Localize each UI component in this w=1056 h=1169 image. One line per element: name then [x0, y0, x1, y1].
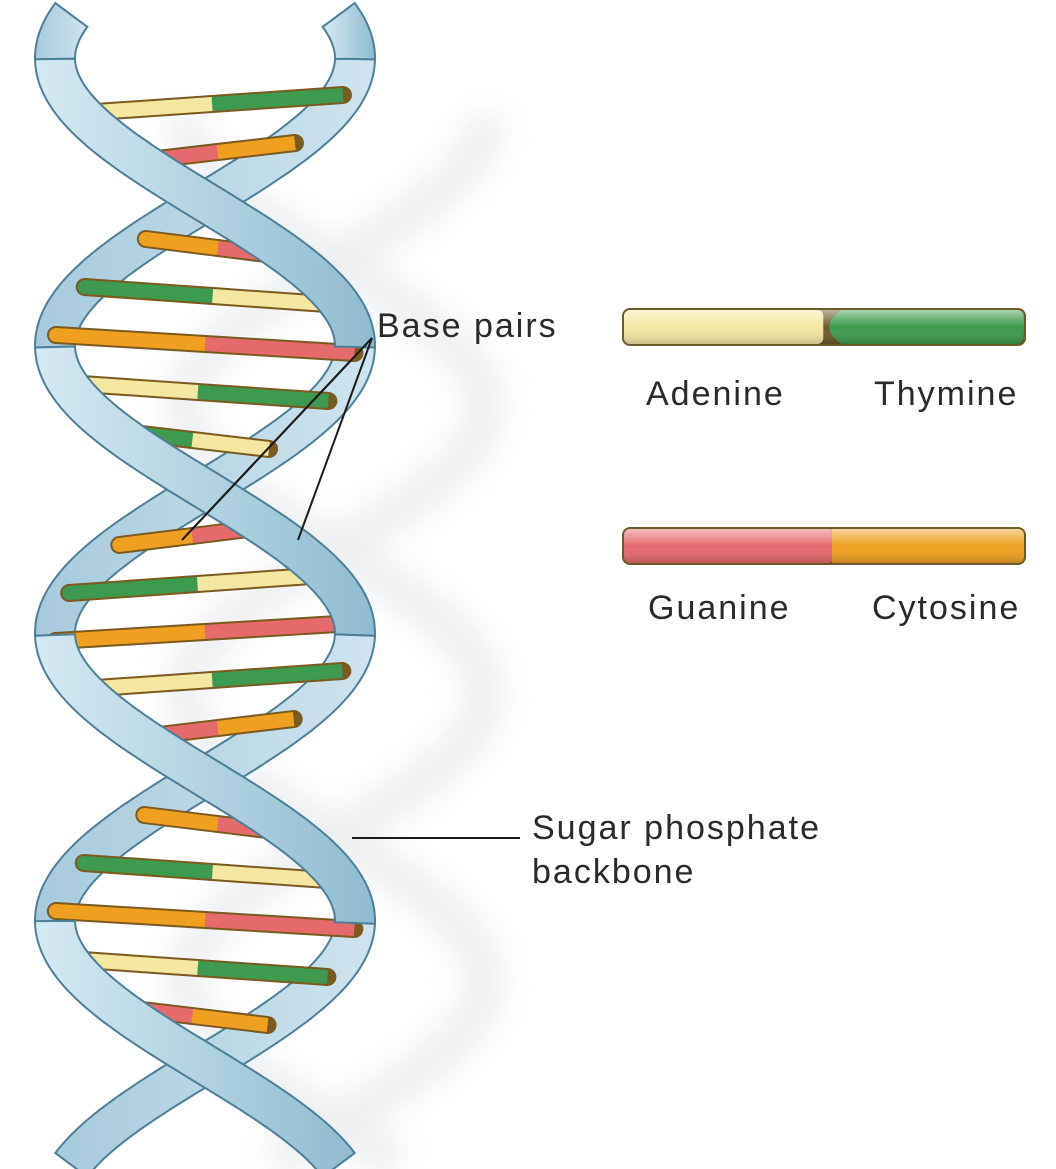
- backbone-label-line2: backbone: [532, 852, 695, 892]
- legend-cytosine-label: Cytosine: [872, 588, 1020, 628]
- base-pair: [56, 911, 355, 929]
- legend-guanine-label: Guanine: [648, 588, 791, 628]
- legend-bars: [622, 308, 1026, 565]
- legend-adenine-label: Adenine: [646, 374, 785, 414]
- backbone-segment: [35, 3, 87, 59]
- backbone-label-line1: Sugar phosphate: [532, 808, 821, 848]
- legend-bar-guanine-cytosine: [622, 527, 1026, 565]
- legend-bar-adenine-thymine: [622, 308, 1026, 346]
- base-pairs-label: Base pairs: [377, 306, 558, 346]
- base-pair: [56, 623, 355, 641]
- backbone-segment: [323, 3, 375, 59]
- legend-thymine-label: Thymine: [874, 374, 1018, 414]
- base-pair: [56, 335, 355, 353]
